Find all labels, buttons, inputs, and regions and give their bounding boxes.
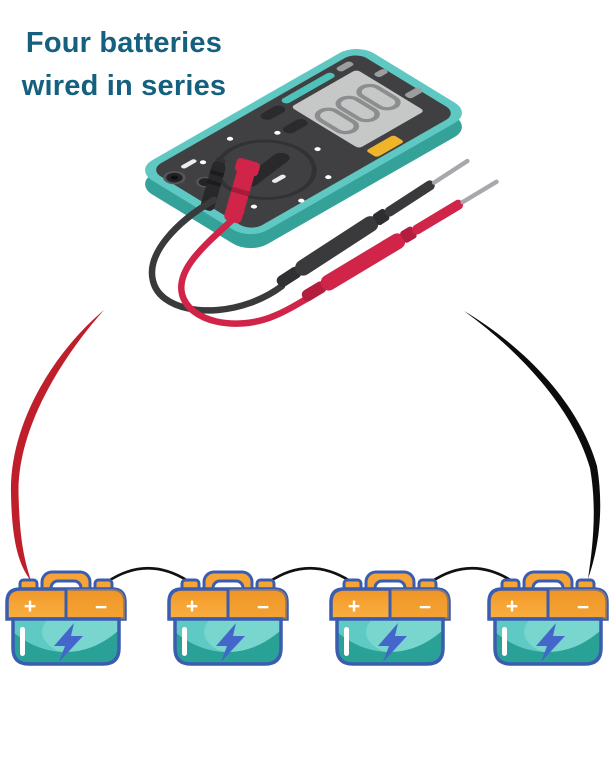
series-wires: [105, 566, 514, 584]
series-wire-3: [429, 566, 514, 584]
battery-1: + −: [5, 570, 127, 666]
lightning-bolt-icon: [536, 623, 565, 662]
yellow-button[interactable]: [366, 135, 405, 158]
jack-hole: [170, 175, 179, 180]
red-probe-tip: [460, 179, 499, 205]
battery-highlight: [502, 627, 507, 656]
red-lead-wire: [10, 310, 104, 581]
function-button-2[interactable]: [280, 117, 310, 135]
battery-body-outline: [493, 617, 603, 666]
negative-label: −: [95, 596, 107, 619]
title-line-2: wired in series: [21, 70, 227, 102]
battery-3: + −: [329, 570, 451, 666]
rotary-dial-knob[interactable]: [238, 151, 293, 189]
battery-highlight: [182, 627, 187, 656]
positive-label: +: [186, 595, 198, 618]
battery-4: + −: [487, 570, 609, 666]
positive-label: +: [348, 595, 360, 618]
indicator-dash-3: [404, 87, 423, 99]
black-probe-cable: [148, 196, 286, 314]
battery-2: + −: [167, 570, 289, 666]
series-wire-1: [105, 566, 190, 584]
digit-zero-1: [314, 107, 360, 135]
digit-zero-2: [335, 95, 380, 123]
battery-highlight: [344, 627, 349, 656]
diagram-title: Four batteries wired in series: [14, 22, 234, 108]
multimeter: [145, 48, 499, 327]
indicator-dash-1: [336, 61, 354, 72]
battery-highlight: [20, 627, 25, 656]
black-lead-wire: [464, 311, 601, 579]
battery-body-outline: [335, 617, 445, 666]
battery-cap-right-shade: [228, 589, 287, 619]
red-probe: [301, 179, 499, 302]
lightning-bolt-icon: [216, 623, 245, 662]
red-banana-plug: [224, 157, 260, 224]
digit-zero-3: [356, 83, 401, 111]
red-probe-cable: [178, 208, 312, 327]
battery-body-outline: [11, 617, 121, 666]
lcd-display: [292, 70, 423, 148]
indicator-dash-2: [374, 69, 388, 77]
positive-label: +: [24, 595, 36, 618]
battery-body-outline: [173, 617, 283, 666]
display-digits: [314, 83, 401, 135]
lead-wires: [10, 310, 601, 581]
black-probe: [276, 158, 470, 288]
negative-label: −: [419, 596, 431, 619]
lightning-bolt-icon: [54, 623, 83, 662]
black-banana-plug: [200, 157, 226, 211]
function-button-1[interactable]: [258, 104, 288, 122]
black-probe-tip: [431, 158, 470, 185]
title-line-1: Four batteries: [25, 27, 223, 59]
negative-label: −: [257, 596, 269, 619]
lightning-bolt-icon: [378, 623, 407, 662]
accent-stripe: [281, 72, 335, 104]
battery-cap-right-shade: [66, 589, 125, 619]
negative-label: −: [577, 596, 589, 619]
battery-cap-right-shade: [390, 589, 449, 619]
battery-row: + −: [5, 570, 609, 666]
positive-label: +: [506, 595, 518, 618]
series-wire-2: [267, 566, 352, 584]
dial-ring: [214, 139, 317, 200]
battery-cap-right-shade: [548, 589, 607, 619]
